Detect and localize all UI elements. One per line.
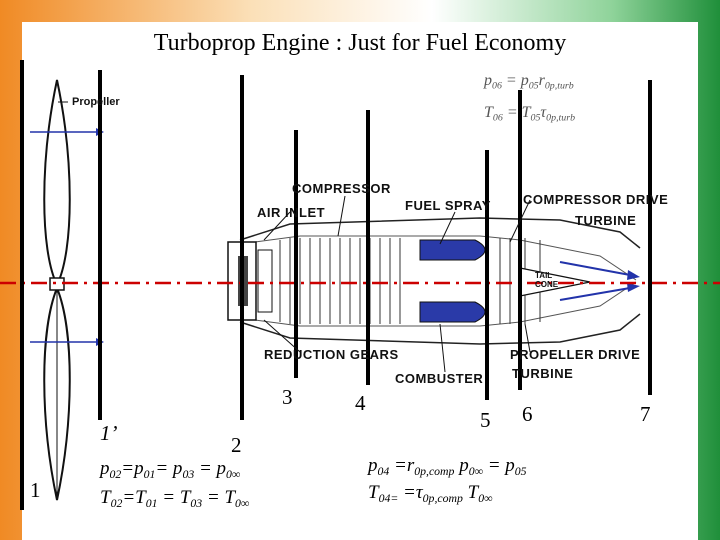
slide-title: Turboprop Engine : Just for Fuel Economy <box>153 30 567 56</box>
relation-t06: T06 = T05τ0p,turb <box>484 104 576 124</box>
label-fuel-spray: FUEL SPRAY <box>405 198 491 213</box>
label-propeller: Propeller <box>72 96 120 108</box>
label-turbine-lower: TURBINE <box>512 366 574 381</box>
station-number-1-prime: 1’ <box>100 421 118 445</box>
station-number-4: 4 <box>355 391 366 415</box>
station-number-2: 2 <box>231 433 242 457</box>
equation-pressure-combustor: p04 =r0p,comp p0∞ = p05 <box>368 455 527 479</box>
flow-arrow-lower <box>30 338 104 346</box>
station-number-3: 3 <box>282 385 293 409</box>
station-number-5: 5 <box>480 408 491 432</box>
station-number-6: 6 <box>522 402 533 426</box>
station-number-1: 1 <box>30 478 41 502</box>
equation-temperature-combustor: T04= =τ0p,comp T0∞ <box>368 482 493 506</box>
label-leader-lines <box>263 195 531 373</box>
equation-pressure-inlet: p02=p01= p03 = p0∞ <box>100 458 241 482</box>
label-compressor-drive: COMPRESSOR DRIVE <box>523 192 669 207</box>
station-number-7: 7 <box>640 402 651 426</box>
label-turbine-upper: TURBINE <box>575 213 637 228</box>
exhaust-flow-arrows <box>559 261 640 301</box>
label-tail-cone-1: TAIL <box>535 271 553 280</box>
equation-temperature-inlet: T02=T01 = T03 = T0∞ <box>100 487 250 511</box>
label-reduction-gears: REDUCTION GEARS <box>264 347 399 362</box>
combustor-chambers <box>419 239 486 323</box>
reduction-gearbox <box>227 241 273 321</box>
label-combuster: COMBUSTER <box>395 371 484 386</box>
label-propeller-drive: PROPELLER DRIVE <box>510 347 641 362</box>
label-compressor: COMPRESSOR <box>292 181 391 196</box>
propeller-blade <box>43 79 71 501</box>
label-tail-cone-2: CONE <box>535 280 559 289</box>
label-air-inlet: AIR INLET <box>257 205 326 220</box>
relation-p06: p06 = p05r0p,turb <box>484 72 574 92</box>
